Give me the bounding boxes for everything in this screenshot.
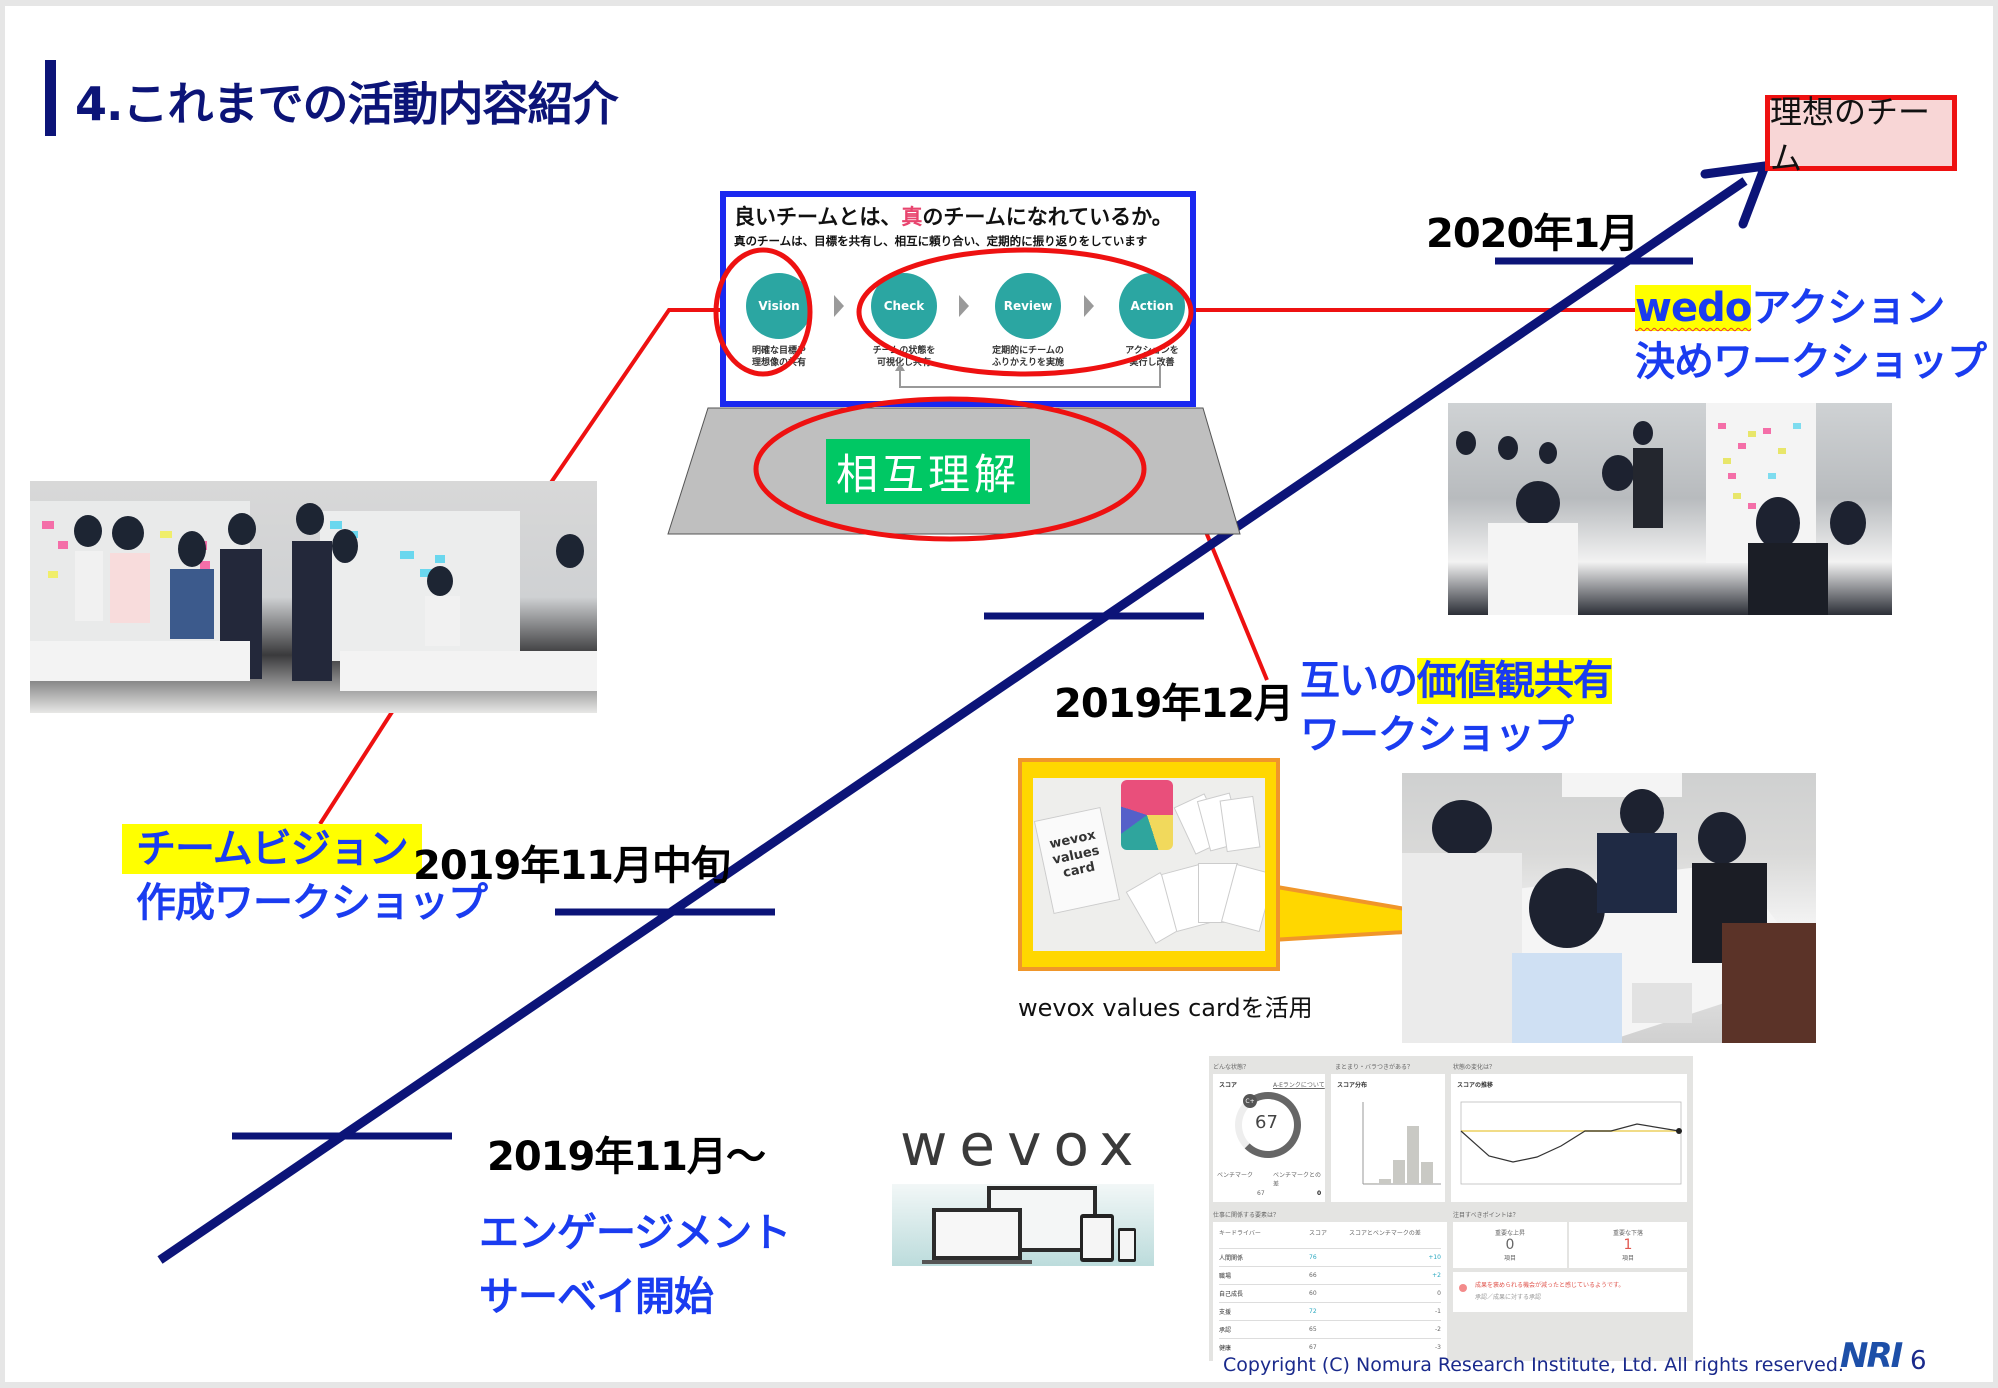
title-suffix: アクション (1751, 285, 1945, 331)
section-points-label: 注目すべきポイントは？ (1453, 1212, 1519, 1219)
important-down-card: 重要な下落 1 項目 (1569, 1222, 1687, 1268)
section-state-label: どんな状態？ (1213, 1064, 1250, 1071)
connector-vision-photo (318, 710, 394, 826)
timeline-arrow (157, 177, 1748, 1264)
important-up-card: 重要な上昇 0 項目 (1453, 1222, 1567, 1268)
score-gauge (1235, 1092, 1301, 1158)
trend-card: スコアの推移 (1451, 1074, 1687, 1202)
heading-suffix: のチームになれているか。 (922, 205, 1173, 229)
milestone-date-2019-12: 2019年12月 (1054, 681, 1294, 727)
photo-placeholder-icon (1402, 773, 1816, 1043)
values-workshop-photo (1402, 773, 1816, 1043)
distribution-chart (1362, 1102, 1441, 1185)
milestone-title-2020-01: wedoアクション 決めワークショップ (1635, 281, 1987, 389)
mutual-understanding-label: 相互理解 (826, 439, 1031, 504)
score-value: 67 (1255, 1112, 1278, 1133)
devices-icon (922, 1186, 1136, 1264)
section-spread-label: まとまり・バラつきがある？ (1335, 1064, 1414, 1071)
section-change-label: 状態の変化は？ (1453, 1064, 1496, 1071)
page-number: 6 (1910, 1346, 1927, 1376)
diff-label: ベンチマークとの差 (1273, 1172, 1321, 1188)
vision-workshop-photo (30, 481, 597, 713)
milestone-date-2020-01: 2020年1月 (1426, 211, 1639, 257)
values-highlight: 価値観共有 (1417, 658, 1613, 704)
team-model-heading: 良いチームとは、真のチームになれているか。 (734, 201, 1173, 231)
title-line2: 作成ワークショップ (136, 880, 488, 926)
milestone-title-2019-11-mid: チームビジョン 作成ワークショップ (122, 822, 488, 930)
values-card-caption: wevox values cardを活用 (1018, 994, 1313, 1022)
card-deck (1121, 780, 1173, 850)
distribution-title: スコア分布 (1337, 1082, 1368, 1089)
rank-link[interactable]: A-Eランクについて (1273, 1082, 1325, 1089)
title-line1: エンゲージメント (479, 1210, 791, 1256)
alert-card: 成果を褒められる機会が減ったと感じているようです。 承認／成果に対する承認 (1453, 1272, 1687, 1312)
trend-chart (1460, 1101, 1682, 1185)
benchmark-value: 67 (1257, 1190, 1265, 1197)
header-score: スコア (1309, 1230, 1328, 1237)
connector-vision (548, 308, 720, 486)
photo-placeholder-icon (30, 501, 597, 691)
score-title: スコア (1219, 1082, 1238, 1089)
score-card: スコア A-Eランクについて C+ 67 ベンチマーク 67 ベンチマークとの差… (1213, 1074, 1325, 1202)
copyright-footer: Copyright (C) Nomura Research Institute,… (1223, 1354, 1844, 1376)
timeline-graphics (157, 160, 1772, 1264)
action-workshop-photo (1448, 403, 1892, 615)
alert-icon (1459, 1284, 1467, 1292)
distribution-card: スコア分布 (1331, 1074, 1445, 1202)
team-model-subheading: 真のチームは、目標を共有し、相互に頼り合い、定期的に振り返りをしています (734, 234, 1148, 248)
chevron-right-icon (834, 295, 844, 317)
wevox-logo: wevox (900, 1111, 1146, 1179)
milestone-date-2019-11: 2019年11月〜 (487, 1134, 766, 1180)
slide: 4.これまでの活動内容紹介 理想のチーム (5, 6, 1993, 1382)
nri-logo: NRI (1840, 1336, 1903, 1376)
page-title: 4.これまでの活動内容紹介 (75, 77, 618, 131)
trend-title: スコアの推移 (1457, 1082, 1494, 1089)
title-line2: 決めワークショップ (1635, 339, 1987, 385)
milestone-title-2019-11: エンゲージメント サーベイ開始 (479, 1201, 791, 1329)
heading-accent: 真 (901, 205, 923, 229)
rank-badge: C+ (1243, 1094, 1257, 1108)
diff-value: 0 (1317, 1190, 1322, 1197)
heading-prefix: 良いチームとは、 (734, 205, 902, 229)
header-driver: キードライバー (1219, 1230, 1261, 1237)
ideal-team-label: 理想のチーム (1770, 93, 1931, 177)
milestone-date-2019-11-mid: 2019年11月中旬 (413, 843, 731, 889)
foundation-ellipse (753, 396, 1147, 542)
section-drivers-label: 仕事に関係する要素は？ (1213, 1212, 1280, 1219)
header-diff: スコアとベンチマークの差 (1349, 1230, 1421, 1237)
value-card (1219, 795, 1261, 853)
wevox-devices-image (892, 1184, 1154, 1266)
alert-sub: 承認／成果に対する承認 (1475, 1294, 1542, 1301)
photo-placeholder-icon (1456, 403, 1866, 615)
wevox-dashboard: どんな状態？ まとまり・バラつきがある？ 状態の変化は？ スコア A-Eランクに… (1209, 1056, 1693, 1361)
alert-text: 成果を褒められる機会が減ったと感じているようです。 (1475, 1282, 1625, 1289)
ideal-team-box: 理想のチーム (1765, 93, 1957, 177)
benchmark-label: ベンチマーク (1217, 1172, 1254, 1179)
title-accent-bar (45, 60, 56, 136)
title-line2: ワークショップ (1300, 712, 1574, 758)
title-line2: サーベイ開始 (479, 1274, 714, 1320)
title-prefix: 互いの (1300, 658, 1418, 704)
wedo-highlight: wedo (1635, 285, 1752, 331)
vision-highlight: チームビジョン (122, 824, 422, 874)
milestone-title-2019-12: 互いの価値観共有 ワークショップ (1300, 654, 1613, 762)
